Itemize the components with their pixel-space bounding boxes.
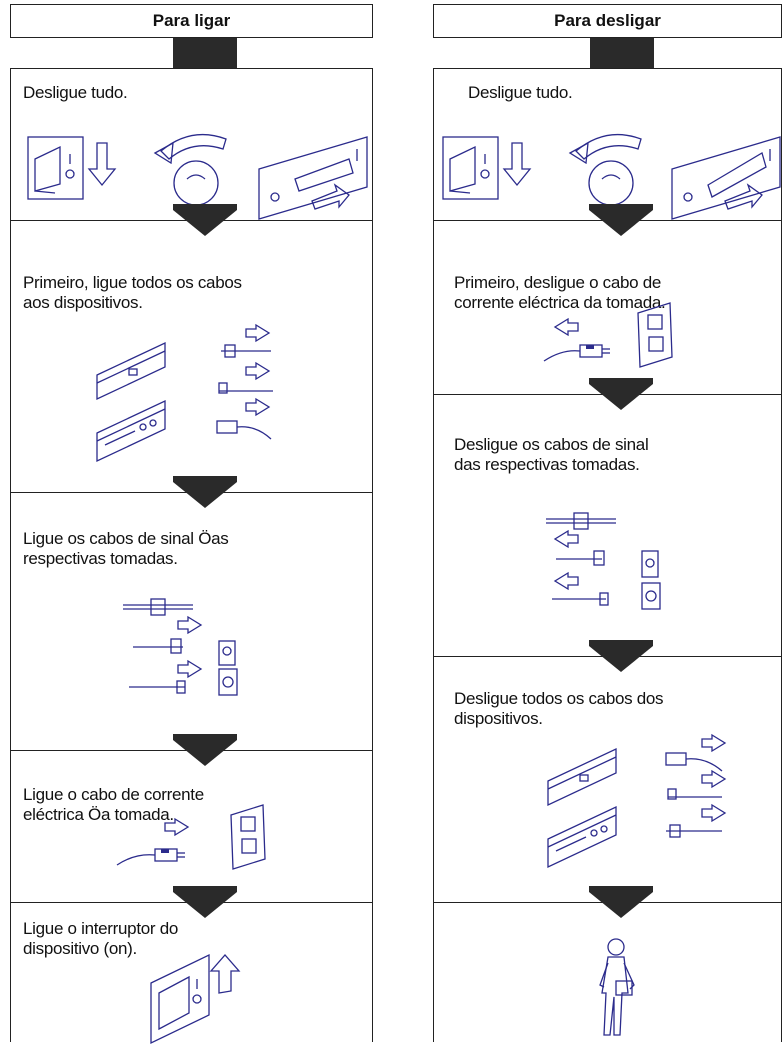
step-2-text: Primeiro, desligue o cabo de corrente el… <box>454 273 666 312</box>
cable-plug-icon <box>116 817 190 866</box>
column-header: Para ligar <box>10 4 373 38</box>
step-3: Desligue os cabos de sinal das respectiv… <box>433 394 782 656</box>
step-2: Primeiro, ligue todos os cabos aos dispo… <box>10 220 373 492</box>
step-3: Ligue os cabos de sinal Öas respectivas … <box>10 492 373 750</box>
rocker-switch-icon <box>671 136 781 220</box>
flow-arrow-icon <box>173 886 237 918</box>
wall-outlet-icon <box>637 302 673 368</box>
column-power-on: Para ligar Desligue tudo. Primeiro, l <box>10 0 373 1045</box>
cable-plug-icon <box>123 598 238 696</box>
flow-arrow-icon <box>589 886 653 918</box>
step-4: Desligue todos os cabos dos dispositivos… <box>433 656 782 902</box>
flow-arrow-icon <box>173 734 237 766</box>
step-1: Desligue tudo. <box>433 68 782 220</box>
flow-arrow-icon <box>589 640 653 672</box>
step-2: Primeiro, desligue o cabo de corrente el… <box>433 220 782 394</box>
column-power-off: Para desligar Desligue tudo. Primeiro <box>433 0 782 1042</box>
device-icon <box>547 747 617 869</box>
rocker-switch-icon <box>258 136 368 220</box>
step-4-text: Desligue todos os cabos dos dispositivos… <box>454 689 664 728</box>
step-5-text: Ligue o interruptor do dispositivo (on). <box>23 919 179 958</box>
rotary-knob-icon <box>568 133 642 206</box>
flow-arrow-icon <box>173 476 237 508</box>
wall-outlet-icon <box>230 804 266 870</box>
cable-plug-icon <box>546 512 661 610</box>
column-header: Para desligar <box>433 4 782 38</box>
walking-person-icon <box>599 938 635 1036</box>
step-1: Desligue tudo. <box>10 68 373 220</box>
step-3-text: Ligue os cabos de sinal Öas respectivas … <box>23 529 229 568</box>
header-connector <box>173 38 237 68</box>
flow-arrow-icon <box>589 378 653 410</box>
step-1-text: Desligue tudo. <box>23 83 128 102</box>
step-5 <box>433 902 782 1042</box>
power-switch-icon <box>27 136 117 200</box>
device-icon <box>96 341 166 463</box>
power-switch-icon <box>442 136 532 200</box>
flow-arrow-icon <box>173 204 237 236</box>
rotary-knob-icon <box>153 133 227 206</box>
step-4: Ligue o cabo de corrente eléctrica Öa to… <box>10 750 373 902</box>
power-switch-icon <box>150 953 241 1045</box>
flow-arrow-icon <box>589 204 653 236</box>
step-2-text: Primeiro, ligue todos os cabos aos dispo… <box>23 273 242 312</box>
cable-plug-icon <box>216 323 273 440</box>
header-connector <box>590 38 654 68</box>
step-4-text: Ligue o cabo de corrente eléctrica Öa to… <box>23 785 204 824</box>
step-1-text: Desligue tudo. <box>468 83 573 102</box>
cable-plug-icon <box>543 317 610 362</box>
step-3-text: Desligue os cabos de sinal das respectiv… <box>454 435 649 474</box>
step-5: Ligue o interruptor do dispositivo (on). <box>10 902 373 1045</box>
cable-plug-icon <box>665 733 727 838</box>
